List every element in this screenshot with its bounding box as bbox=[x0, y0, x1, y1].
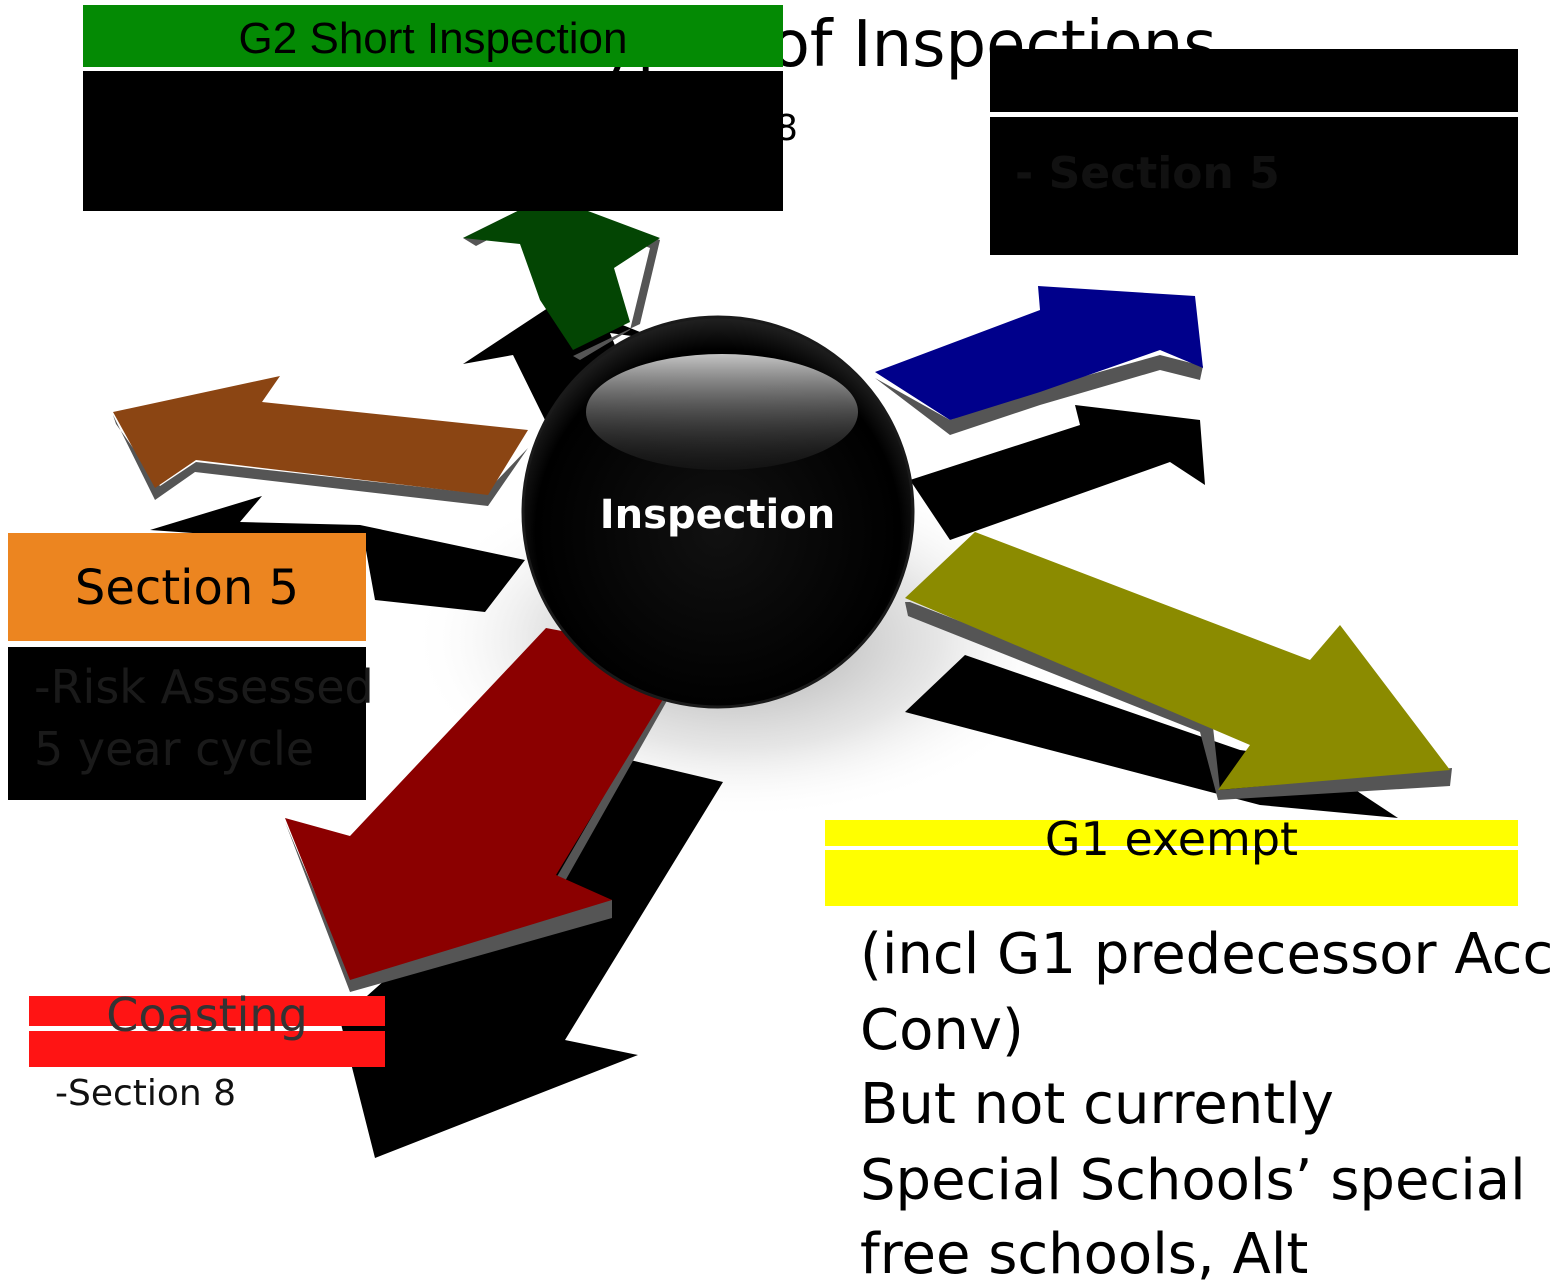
sphere-highlight bbox=[586, 354, 858, 470]
blue-arrow-side bbox=[875, 355, 1203, 435]
coasting-sub-text: -Section 8 bbox=[55, 1073, 237, 1114]
section5-header-label: Section 5 bbox=[74, 560, 300, 616]
g1-header-bar-top bbox=[825, 820, 1518, 846]
green-arrow bbox=[463, 196, 660, 350]
g1-body-line: Conv) bbox=[860, 998, 1024, 1063]
olive-arrow bbox=[905, 532, 1450, 790]
olive-arrow-side bbox=[905, 602, 1452, 800]
brown-arrow-shadow bbox=[150, 496, 525, 612]
g1-body-line: free schools, Alt bbox=[860, 1222, 1309, 1287]
section5-header-bar bbox=[8, 533, 366, 641]
top-right-body-box bbox=[990, 117, 1518, 255]
blue-arrow-shadow bbox=[910, 405, 1205, 540]
red-arrow-shadow bbox=[340, 760, 723, 1158]
section5-body-box bbox=[8, 647, 366, 800]
g1-body-line: (incl G1 predecessor Acc bbox=[860, 922, 1553, 987]
blue-arrow bbox=[875, 286, 1203, 420]
g1-body-line: Special Schools’ special bbox=[860, 1148, 1526, 1213]
inspection-center-label: Inspection bbox=[599, 492, 836, 538]
red-arrow bbox=[285, 628, 690, 980]
top-right-header-bar bbox=[990, 49, 1518, 112]
g2-header-label: G2 Short Inspection bbox=[238, 14, 628, 63]
diagram-canvas bbox=[113, 196, 1452, 1158]
coasting-header-bar-top bbox=[29, 996, 385, 1026]
coasting-header-label: Coasting bbox=[106, 988, 308, 1042]
g2-body-tail-text: 8 bbox=[775, 108, 798, 149]
g1-header-label: G1 exempt bbox=[1044, 812, 1299, 866]
section5-body-line2: 5 year cycle bbox=[34, 722, 315, 776]
g1-header-bar-bottom bbox=[825, 850, 1518, 906]
brown-arrow bbox=[113, 376, 528, 495]
g1-body-line: But not currently bbox=[860, 1072, 1334, 1137]
top-right-body-text: - Section 5 bbox=[1015, 148, 1280, 199]
section5-body-line1: -Risk Assessed bbox=[34, 660, 374, 714]
brown-arrow-side bbox=[113, 415, 528, 506]
coasting-header-bar-bottom bbox=[29, 1031, 385, 1067]
red-arrow-side bbox=[285, 655, 690, 992]
g2-body-box bbox=[83, 71, 783, 211]
g2-header-bar bbox=[83, 5, 783, 67]
